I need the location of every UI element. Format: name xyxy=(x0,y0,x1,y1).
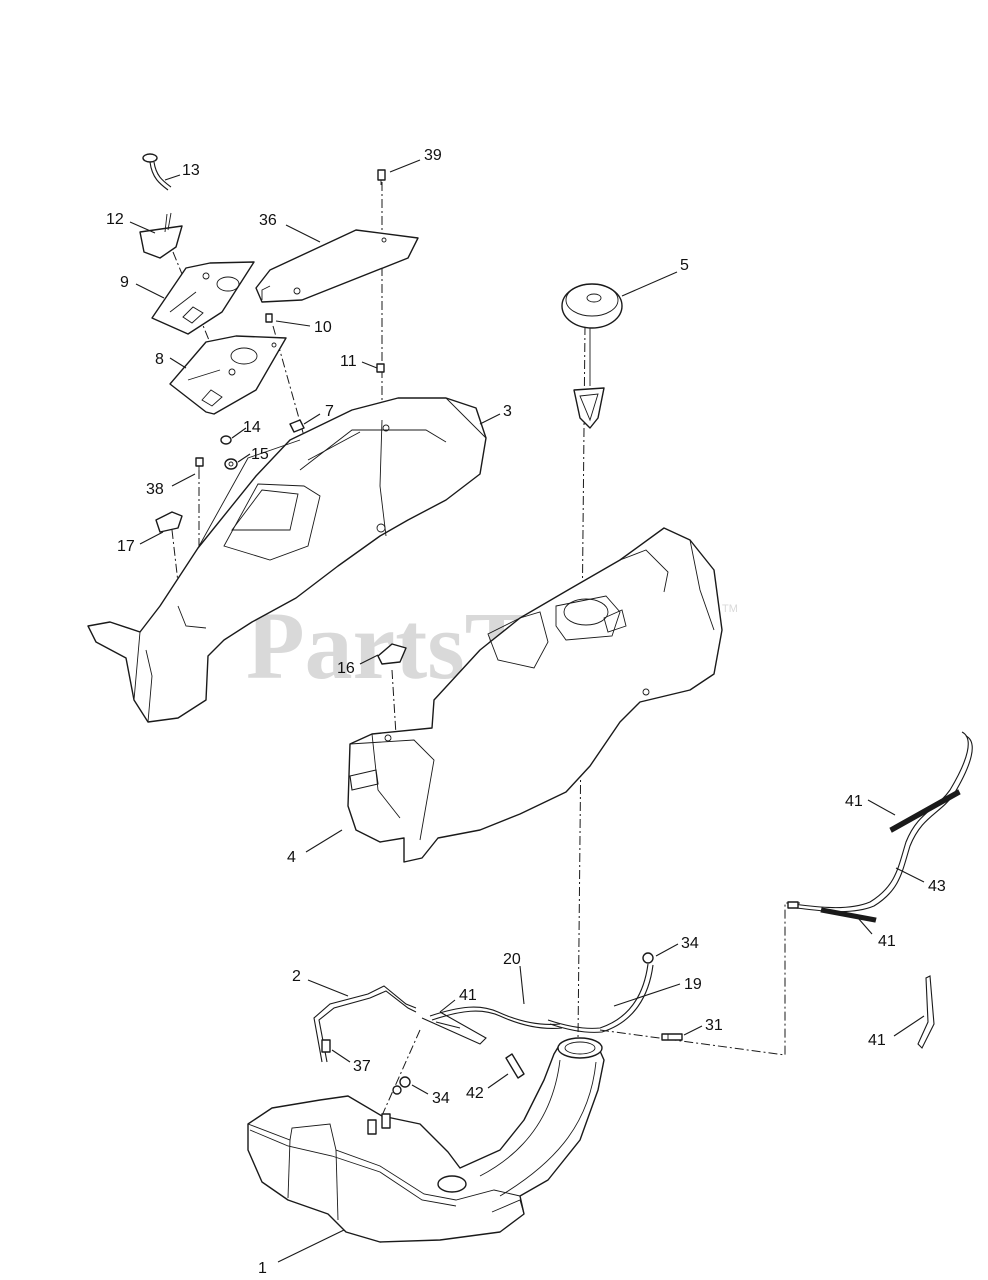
callout-7: 7 xyxy=(325,403,334,420)
part-42-plug xyxy=(505,1053,525,1079)
part-5-fuel-cap xyxy=(561,283,623,429)
part-31-fitting xyxy=(661,1033,683,1041)
part-39-screw xyxy=(377,169,386,185)
callout-11: 11 xyxy=(340,353,357,370)
callout-12: 12 xyxy=(106,211,124,228)
callout-34-lower: 34 xyxy=(432,1090,450,1107)
callout-14: 14 xyxy=(243,419,261,436)
callout-31: 31 xyxy=(705,1017,723,1034)
part-20-fuel-line xyxy=(429,1006,563,1029)
callout-16: 16 xyxy=(337,660,355,677)
callout-20: 20 xyxy=(503,951,521,968)
part-12-grip xyxy=(139,212,183,259)
callout-13: 13 xyxy=(182,162,200,179)
part-10-screw xyxy=(265,313,273,323)
callout-41-lower: 41 xyxy=(868,1032,886,1049)
part-38-bolt xyxy=(195,457,204,476)
part-19-fuel-line xyxy=(547,963,654,1033)
part-37-clamp xyxy=(321,1039,331,1053)
callout-1: 1 xyxy=(258,1260,267,1277)
part-16-pad xyxy=(377,643,407,665)
callout-15: 15 xyxy=(251,446,269,463)
part-2-vent-tube xyxy=(313,985,417,1063)
part-34-clamp-lower xyxy=(392,1076,411,1095)
callout-8: 8 xyxy=(155,351,164,368)
callout-41-center: 41 xyxy=(459,987,477,1004)
part-13-rod xyxy=(142,153,172,191)
part-3-console xyxy=(87,397,487,723)
callout-5: 5 xyxy=(680,257,689,274)
callout-37: 37 xyxy=(353,1058,371,1075)
callout-34-upper: 34 xyxy=(681,935,699,952)
callout-17: 17 xyxy=(117,538,135,555)
part-1-fuel-tank xyxy=(247,1037,605,1243)
part-11-screw xyxy=(376,363,385,373)
callout-38: 38 xyxy=(146,481,164,498)
part-36-cover xyxy=(255,229,419,303)
leader-lines xyxy=(129,159,925,1263)
callouts: 39 13 12 36 5 9 10 8 11 7 3 14 15 38 17 … xyxy=(106,147,946,1277)
callout-41-upper: 41 xyxy=(845,793,863,810)
part-8-plate xyxy=(169,335,287,415)
part-43-cable xyxy=(787,731,973,923)
part-15-nut xyxy=(224,458,238,470)
callout-39: 39 xyxy=(424,147,442,164)
part-17-pad xyxy=(155,511,183,533)
callout-4: 4 xyxy=(287,849,296,866)
part-34-clamp-upper xyxy=(642,952,654,964)
callout-2: 2 xyxy=(292,968,301,985)
callout-36: 36 xyxy=(259,212,277,229)
callout-3: 3 xyxy=(503,403,512,420)
callout-43: 43 xyxy=(928,878,946,895)
callout-10: 10 xyxy=(314,319,332,336)
watermark-trademark: TM xyxy=(722,603,738,615)
part-14-nut xyxy=(220,435,232,445)
callout-42: 42 xyxy=(466,1085,484,1102)
part-9-plate xyxy=(151,261,255,335)
callout-9: 9 xyxy=(120,274,129,291)
part-4-shroud xyxy=(347,527,723,863)
callout-19: 19 xyxy=(684,976,702,993)
part-41-tie-center xyxy=(421,1011,487,1045)
part-41-tie xyxy=(917,975,935,1049)
callout-41-middle: 41 xyxy=(878,933,896,950)
part-7-clip xyxy=(289,419,305,433)
